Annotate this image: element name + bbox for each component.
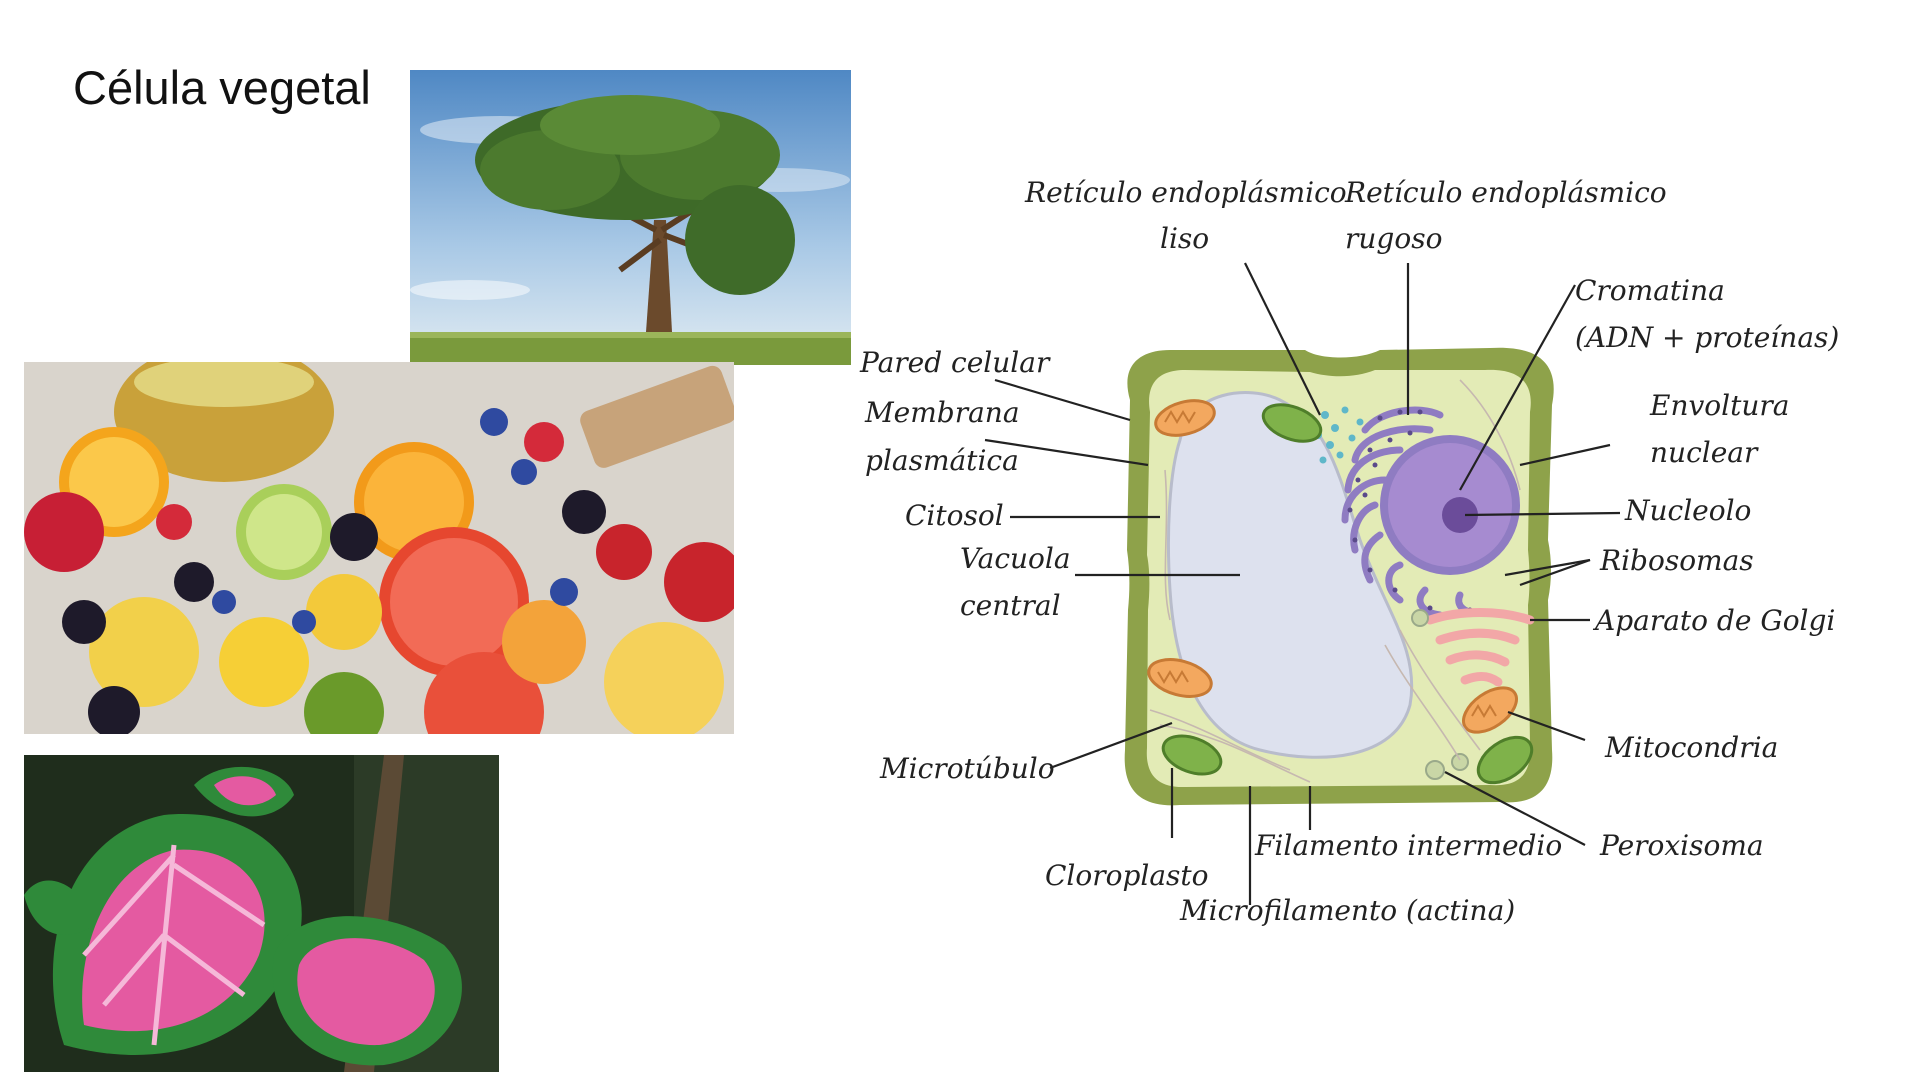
cytoskeleton — [1149, 379, 1521, 783]
golgi — [1425, 608, 1535, 687]
label-rel-line1: Retículo endoplásmico — [1024, 176, 1347, 209]
label-ribosomas: Ribosomas — [1599, 544, 1754, 577]
label-membrana-line1: Membrana — [864, 396, 1020, 429]
label-golgi: Aparato de Golgi — [1592, 604, 1835, 637]
nucleolus — [1442, 497, 1478, 533]
tree-photo — [410, 70, 851, 365]
label-microfilamento: Microfilamento (actina) — [1179, 894, 1515, 927]
central-vacuole — [1166, 391, 1414, 759]
fruit-photo — [24, 362, 734, 734]
label-membrana-line2: plasmática — [865, 444, 1019, 477]
label-rer-line1: Retículo endoplásmico — [1344, 176, 1667, 209]
label-citosol: Citosol — [905, 499, 1004, 532]
label-mitocondria: Mitocondria — [1604, 731, 1778, 764]
mitochondria — [1147, 399, 1518, 734]
label-envoltura-line1: Envoltura — [1649, 389, 1789, 422]
plant-cell-diagram: Retículo endoplásmico liso Retículo endo… — [840, 150, 1920, 980]
slide-title: Célula vegetal — [73, 61, 371, 114]
label-cromatina-line1: Cromatina — [1575, 274, 1725, 307]
label-cloroplasto: Cloroplasto — [1045, 859, 1209, 892]
label-filamento: Filamento intermedio — [1254, 829, 1562, 862]
peroxisomes — [1411, 609, 1469, 780]
label-envoltura-line2: nuclear — [1650, 436, 1759, 469]
leaf-photo — [24, 755, 499, 1072]
label-peroxisoma: Peroxisoma — [1599, 829, 1764, 862]
label-nucleolo: Nucleolo — [1624, 494, 1751, 527]
chloroplasts — [1161, 403, 1534, 785]
label-cromatina-line2: (ADN + proteínas) — [1575, 321, 1839, 354]
label-rel-line2: liso — [1160, 222, 1209, 255]
label-pared: Pared celular — [859, 346, 1051, 379]
label-microtubulo: Microtúbulo — [879, 752, 1055, 785]
label-rer-line2: rugoso — [1345, 222, 1442, 255]
label-vacuola-line1: Vacuola — [960, 542, 1071, 575]
label-vacuola-line2: central — [960, 589, 1061, 622]
